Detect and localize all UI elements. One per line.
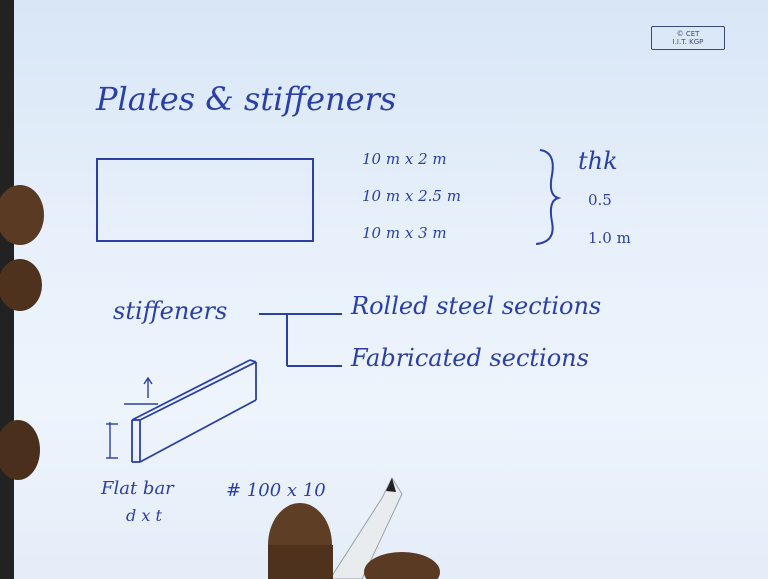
branch-rolled-sections: Rolled steel sections bbox=[351, 292, 602, 320]
plate-rectangle bbox=[96, 158, 314, 242]
thk-value-1: 0.5 bbox=[588, 191, 612, 209]
thk-label: thk bbox=[578, 147, 618, 175]
page-title: Plates & stiffeners bbox=[96, 80, 397, 118]
flat-bar-dxt: d x t bbox=[126, 506, 162, 525]
hand bbox=[0, 185, 440, 579]
stiffeners-label: stiffeners bbox=[113, 297, 228, 325]
flat-bar-label: Flat bar bbox=[101, 478, 174, 499]
dims-bracket bbox=[535, 149, 562, 245]
pen bbox=[329, 476, 403, 579]
dim-line-3: 10 m x 3 m bbox=[362, 224, 447, 242]
dim-line-2: 10 m x 2.5 m bbox=[362, 187, 461, 205]
stamp-line-2: I.I.T. KGP bbox=[672, 38, 704, 46]
flat-bar-sketch bbox=[106, 359, 257, 463]
stamp-line-1: © CET bbox=[676, 30, 700, 38]
branch-fabricated-sections: Fabricated sections bbox=[351, 344, 589, 372]
copyright-stamp: © CET I.I.T. KGP bbox=[651, 26, 725, 50]
dim-line-1: 10 m x 2 m bbox=[362, 150, 447, 168]
flat-bar-size: # 100 x 10 bbox=[226, 480, 326, 501]
thk-value-2: 1.0 m bbox=[588, 229, 631, 247]
